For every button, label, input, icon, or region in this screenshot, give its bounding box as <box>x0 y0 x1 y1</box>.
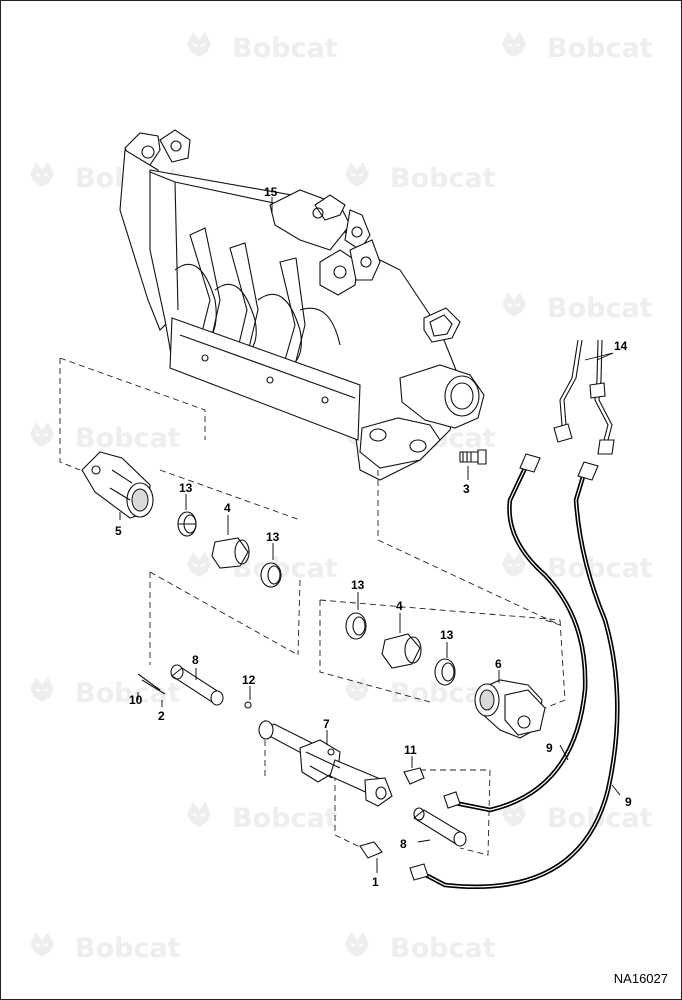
callout-13-d: 13 <box>440 628 454 642</box>
spacer-part-4-left <box>211 537 250 569</box>
tube-lines-part-14 <box>553 339 615 455</box>
watermark-row-5: Bobcat Bobcat <box>186 551 653 584</box>
watermark-text: Bobcat <box>390 933 496 964</box>
bobcat-head-logo-icon <box>29 676 55 703</box>
callout-9-b: 9 <box>625 795 632 809</box>
bolt-part-3 <box>459 449 487 465</box>
bobcat-head-logo-icon <box>29 161 55 188</box>
bobcat-head-logo-icon <box>501 31 527 58</box>
pin-part-8-lower <box>413 807 467 847</box>
callout-6: 6 <box>495 657 502 671</box>
watermark-row-6: Bobcat Bobcat <box>29 676 496 709</box>
callout-8-a: 8 <box>192 653 199 667</box>
callout-13-a: 13 <box>179 481 193 495</box>
watermark-row-1: Bobcat Bobcat <box>186 31 653 64</box>
watermark-text: Bobcat <box>232 803 338 834</box>
callout-3: 3 <box>463 482 470 496</box>
watermark-text: Bobcat <box>75 423 181 454</box>
callout-13-b: 13 <box>266 530 280 544</box>
bobcat-head-logo-icon <box>344 931 370 958</box>
bobcat-head-logo-icon <box>186 551 212 578</box>
callout-14: 14 <box>614 339 628 353</box>
callout-15: 15 <box>264 185 278 199</box>
hinge-tube-part-5 <box>81 451 154 519</box>
cotter-pin-part-2 <box>137 673 166 695</box>
callout-leaders <box>119 197 621 873</box>
fitting-part-1 <box>359 841 383 859</box>
pin-part-8-upper <box>170 664 224 706</box>
bushing-part-13-right-b <box>434 658 456 686</box>
bobcat-head-logo-icon <box>29 931 55 958</box>
watermark-row-7: Bobcat Bobcat <box>186 801 653 834</box>
hydraulic-cylinder-part-7 <box>258 720 393 807</box>
bobcat-head-logo-icon <box>344 161 370 188</box>
watermark-text: Bobcat <box>232 553 338 584</box>
hydraulic-hoses-part-9 <box>409 453 620 890</box>
callout-8-b: 8 <box>400 837 407 851</box>
callout-4-b: 4 <box>396 599 403 613</box>
bushing-part-13-right-a <box>345 612 367 640</box>
callout-2: 2 <box>158 709 165 723</box>
bobcat-head-logo-icon <box>501 291 527 318</box>
callout-9-a: 9 <box>546 741 553 755</box>
callout-1: 1 <box>372 875 379 889</box>
watermark-text: Bobcat <box>75 678 181 709</box>
bobcat-head-logo-icon <box>186 801 212 828</box>
hinge-tube-part-6 <box>474 679 546 739</box>
watermark-text: Bobcat <box>232 33 338 64</box>
callout-numbers: 15 3 14 5 13 4 13 13 4 13 6 8 10 2 12 7 … <box>115 185 632 889</box>
bushing-part-13-left-a <box>177 511 197 537</box>
callout-10: 10 <box>129 693 143 707</box>
watermark-row-2: Bobcat Bobcat <box>29 161 496 194</box>
watermark-row-8: Bobcat Bobcat <box>29 931 496 964</box>
callout-11: 11 <box>404 743 417 757</box>
spacer-part-4-right <box>381 633 422 669</box>
bobcat-head-logo-icon <box>186 31 212 58</box>
callout-7: 7 <box>323 717 330 731</box>
explode-guide-lines <box>59 357 566 856</box>
bobcat-head-logo-icon <box>501 551 527 578</box>
watermark-text: Bobcat <box>547 553 653 584</box>
drawing-code: NA16027 <box>613 971 668 986</box>
fitting-part-11 <box>403 767 425 785</box>
watermark-text: Bobcat <box>547 33 653 64</box>
callout-13-c: 13 <box>351 578 365 592</box>
bobcat-head-logo-icon <box>29 421 55 448</box>
watermark-text: Bobcat <box>390 163 496 194</box>
grease-fitting-part-12 <box>244 701 252 709</box>
callout-12: 12 <box>242 673 256 687</box>
bobcat-head-logo-icon <box>344 676 370 703</box>
mounting-frame-assembly <box>119 129 485 481</box>
bushing-part-13-left-b <box>260 562 282 588</box>
callout-5: 5 <box>115 524 122 538</box>
callout-4-a: 4 <box>224 501 231 515</box>
watermark-text: Bobcat <box>75 933 181 964</box>
watermark-text: Bobcat <box>547 293 653 324</box>
